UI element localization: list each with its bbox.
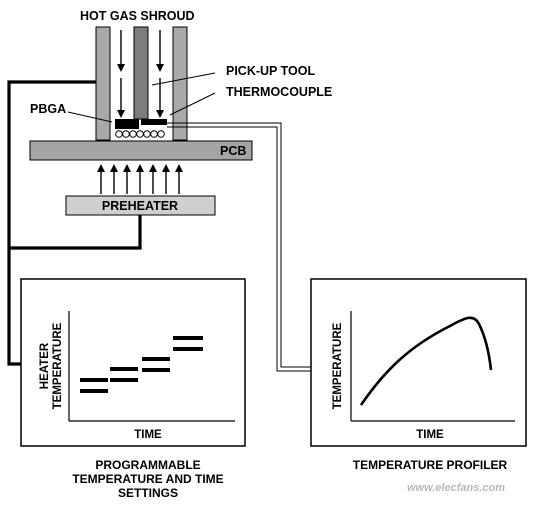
solder-ball bbox=[129, 130, 137, 138]
setpoint-bar bbox=[80, 389, 108, 393]
shroud-left-wall bbox=[95, 26, 111, 141]
preheat-arrows bbox=[97, 164, 183, 194]
heater-y-label-line2: TEMPERATURE bbox=[52, 322, 64, 409]
hot-gas-shroud-label: HOT GAS SHROUD bbox=[80, 9, 195, 23]
thermocouple-leader bbox=[169, 92, 216, 116]
setpoint-bar bbox=[142, 368, 170, 372]
solder-ball bbox=[150, 130, 158, 138]
pick-up-tool-leader bbox=[151, 72, 216, 86]
pick-up-tool-label: PICK-UP TOOL bbox=[226, 64, 315, 78]
preheater-label: PREHEATER bbox=[102, 199, 178, 213]
setpoint-bar bbox=[173, 336, 203, 340]
profiler-y-label: TEMPERATURE bbox=[332, 322, 344, 409]
heater-x-label: TIME bbox=[134, 429, 162, 441]
right-caption: TEMPERATURE PROFILER bbox=[353, 458, 508, 472]
pcb-label: PCB bbox=[220, 144, 246, 158]
pcb-board bbox=[29, 140, 253, 161]
setpoint-bar bbox=[110, 367, 138, 371]
heater-y-label-line1: HEATER bbox=[39, 342, 51, 389]
heater-settings-panel bbox=[20, 278, 246, 447]
solder-ball bbox=[136, 130, 144, 138]
thermocouple-probe bbox=[141, 119, 167, 125]
pbga-label: PBGA bbox=[30, 102, 66, 116]
left-caption-line2: TEMPERATURE AND TIME bbox=[72, 472, 223, 486]
solder-ball bbox=[143, 130, 151, 138]
setpoint-bar bbox=[80, 378, 108, 382]
shroud-control-wire bbox=[7, 80, 96, 366]
solder-ball bbox=[157, 130, 165, 138]
pbga-package bbox=[115, 119, 139, 129]
setpoint-bar bbox=[142, 357, 170, 361]
pbga-leader bbox=[67, 111, 113, 123]
preheater-control-wire bbox=[9, 215, 142, 250]
profiler-x-label: TIME bbox=[416, 429, 444, 441]
solder-balls bbox=[115, 130, 165, 138]
setpoint-bar bbox=[110, 378, 138, 382]
thermocouple-label: THERMOCOUPLE bbox=[226, 85, 332, 99]
watermark-text: www.elecfans.com bbox=[407, 482, 505, 494]
left-caption-line3: SETTINGS bbox=[118, 486, 178, 500]
thermocouple-wire bbox=[167, 126, 311, 372]
thermocouple-wire bbox=[167, 122, 311, 368]
setpoint-bar bbox=[173, 347, 203, 351]
solder-ball bbox=[122, 130, 130, 138]
solder-ball bbox=[115, 130, 123, 138]
hot-gas-arrows bbox=[117, 30, 164, 118]
heater-setpoint-steps bbox=[80, 336, 203, 393]
temperature-profile-curve bbox=[359, 316, 493, 406]
pick-up-tool bbox=[133, 26, 149, 120]
left-caption-line1: PROGRAMMABLE bbox=[95, 458, 200, 472]
